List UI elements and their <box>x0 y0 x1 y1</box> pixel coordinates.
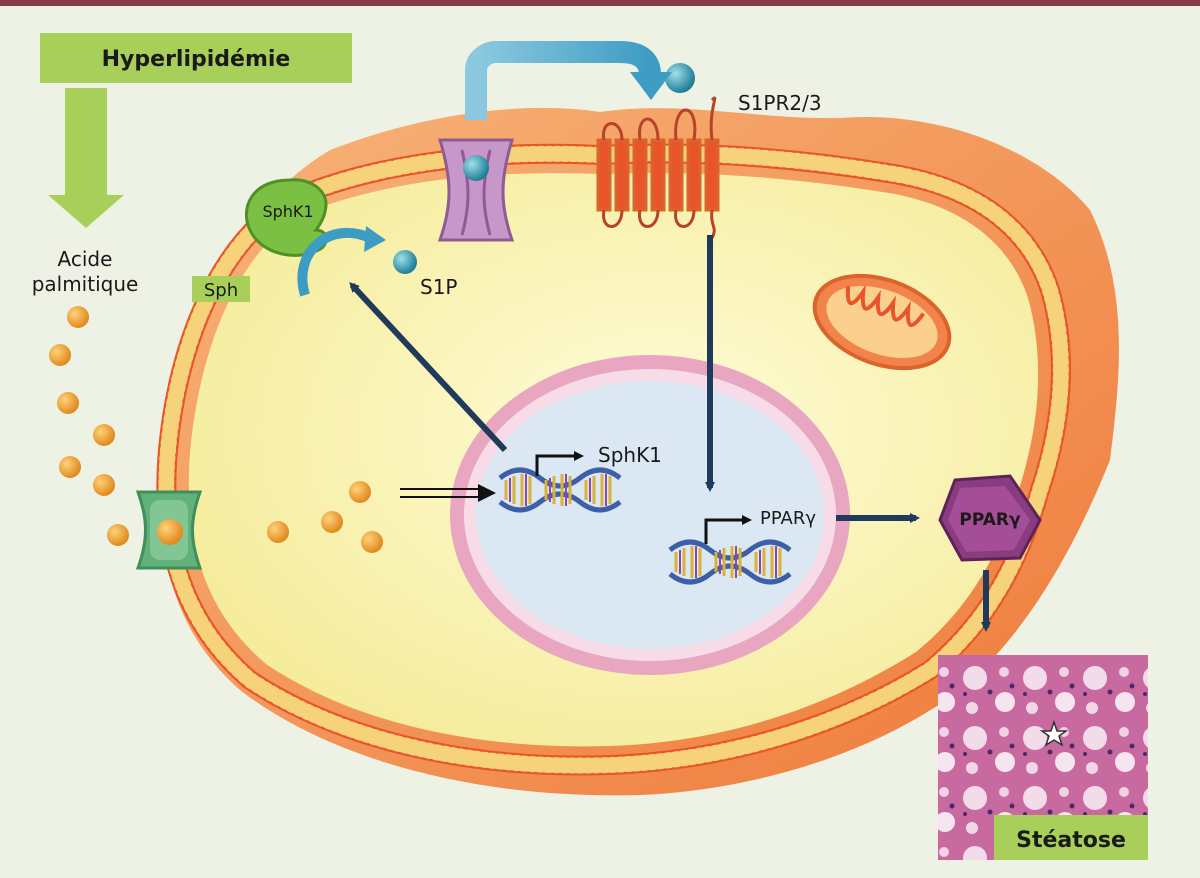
hyperlipidemia-label: Hyperlipidémie <box>102 47 291 72</box>
acid-label-line1: Acide <box>58 247 113 271</box>
gene-ppar-label: PPARγ <box>760 508 816 529</box>
fatty-acids-intracellular <box>267 481 383 553</box>
signal-double-arrow <box>400 484 496 502</box>
promoter-arrow-ppar <box>704 515 752 544</box>
s1p-molecule <box>393 250 417 274</box>
promoter-arrow-sphk1 <box>535 451 584 476</box>
export-arrow <box>465 41 661 120</box>
sph-box <box>192 276 250 302</box>
mitochondria <box>812 273 952 371</box>
hyperlipidemia-arrow <box>48 88 124 228</box>
sph-label: Sph <box>204 280 238 301</box>
sphk1-enzyme-label: SphK1 <box>262 202 313 221</box>
ppar-protein-label: PPARγ <box>959 510 1021 530</box>
s1p-label: S1P <box>420 275 457 299</box>
receptor-label: S1PR2/3 <box>738 91 822 115</box>
s1p-extracellular <box>665 63 695 93</box>
steatosis-label: Stéatose <box>1016 828 1126 853</box>
dna-sphk1 <box>498 467 622 513</box>
fatty-acids-extracellular <box>49 306 129 546</box>
steatosis-label-box <box>994 815 1148 860</box>
fatty-acid-transporter <box>135 490 203 570</box>
steatosis-star-marker <box>1039 719 1069 747</box>
s1p-transporter <box>437 138 515 242</box>
top-border <box>0 0 1200 6</box>
dna-ppar <box>668 539 792 585</box>
hyperlipidemia-box <box>40 33 352 83</box>
acid-label-line2: palmitique <box>32 272 139 296</box>
catalysis-arrow <box>297 227 373 297</box>
arrow-gene-to-sphk1 <box>349 282 508 453</box>
nucleus <box>450 355 850 675</box>
s1pr-receptor <box>596 96 720 239</box>
gene-sphk1-label: SphK1 <box>598 443 662 467</box>
